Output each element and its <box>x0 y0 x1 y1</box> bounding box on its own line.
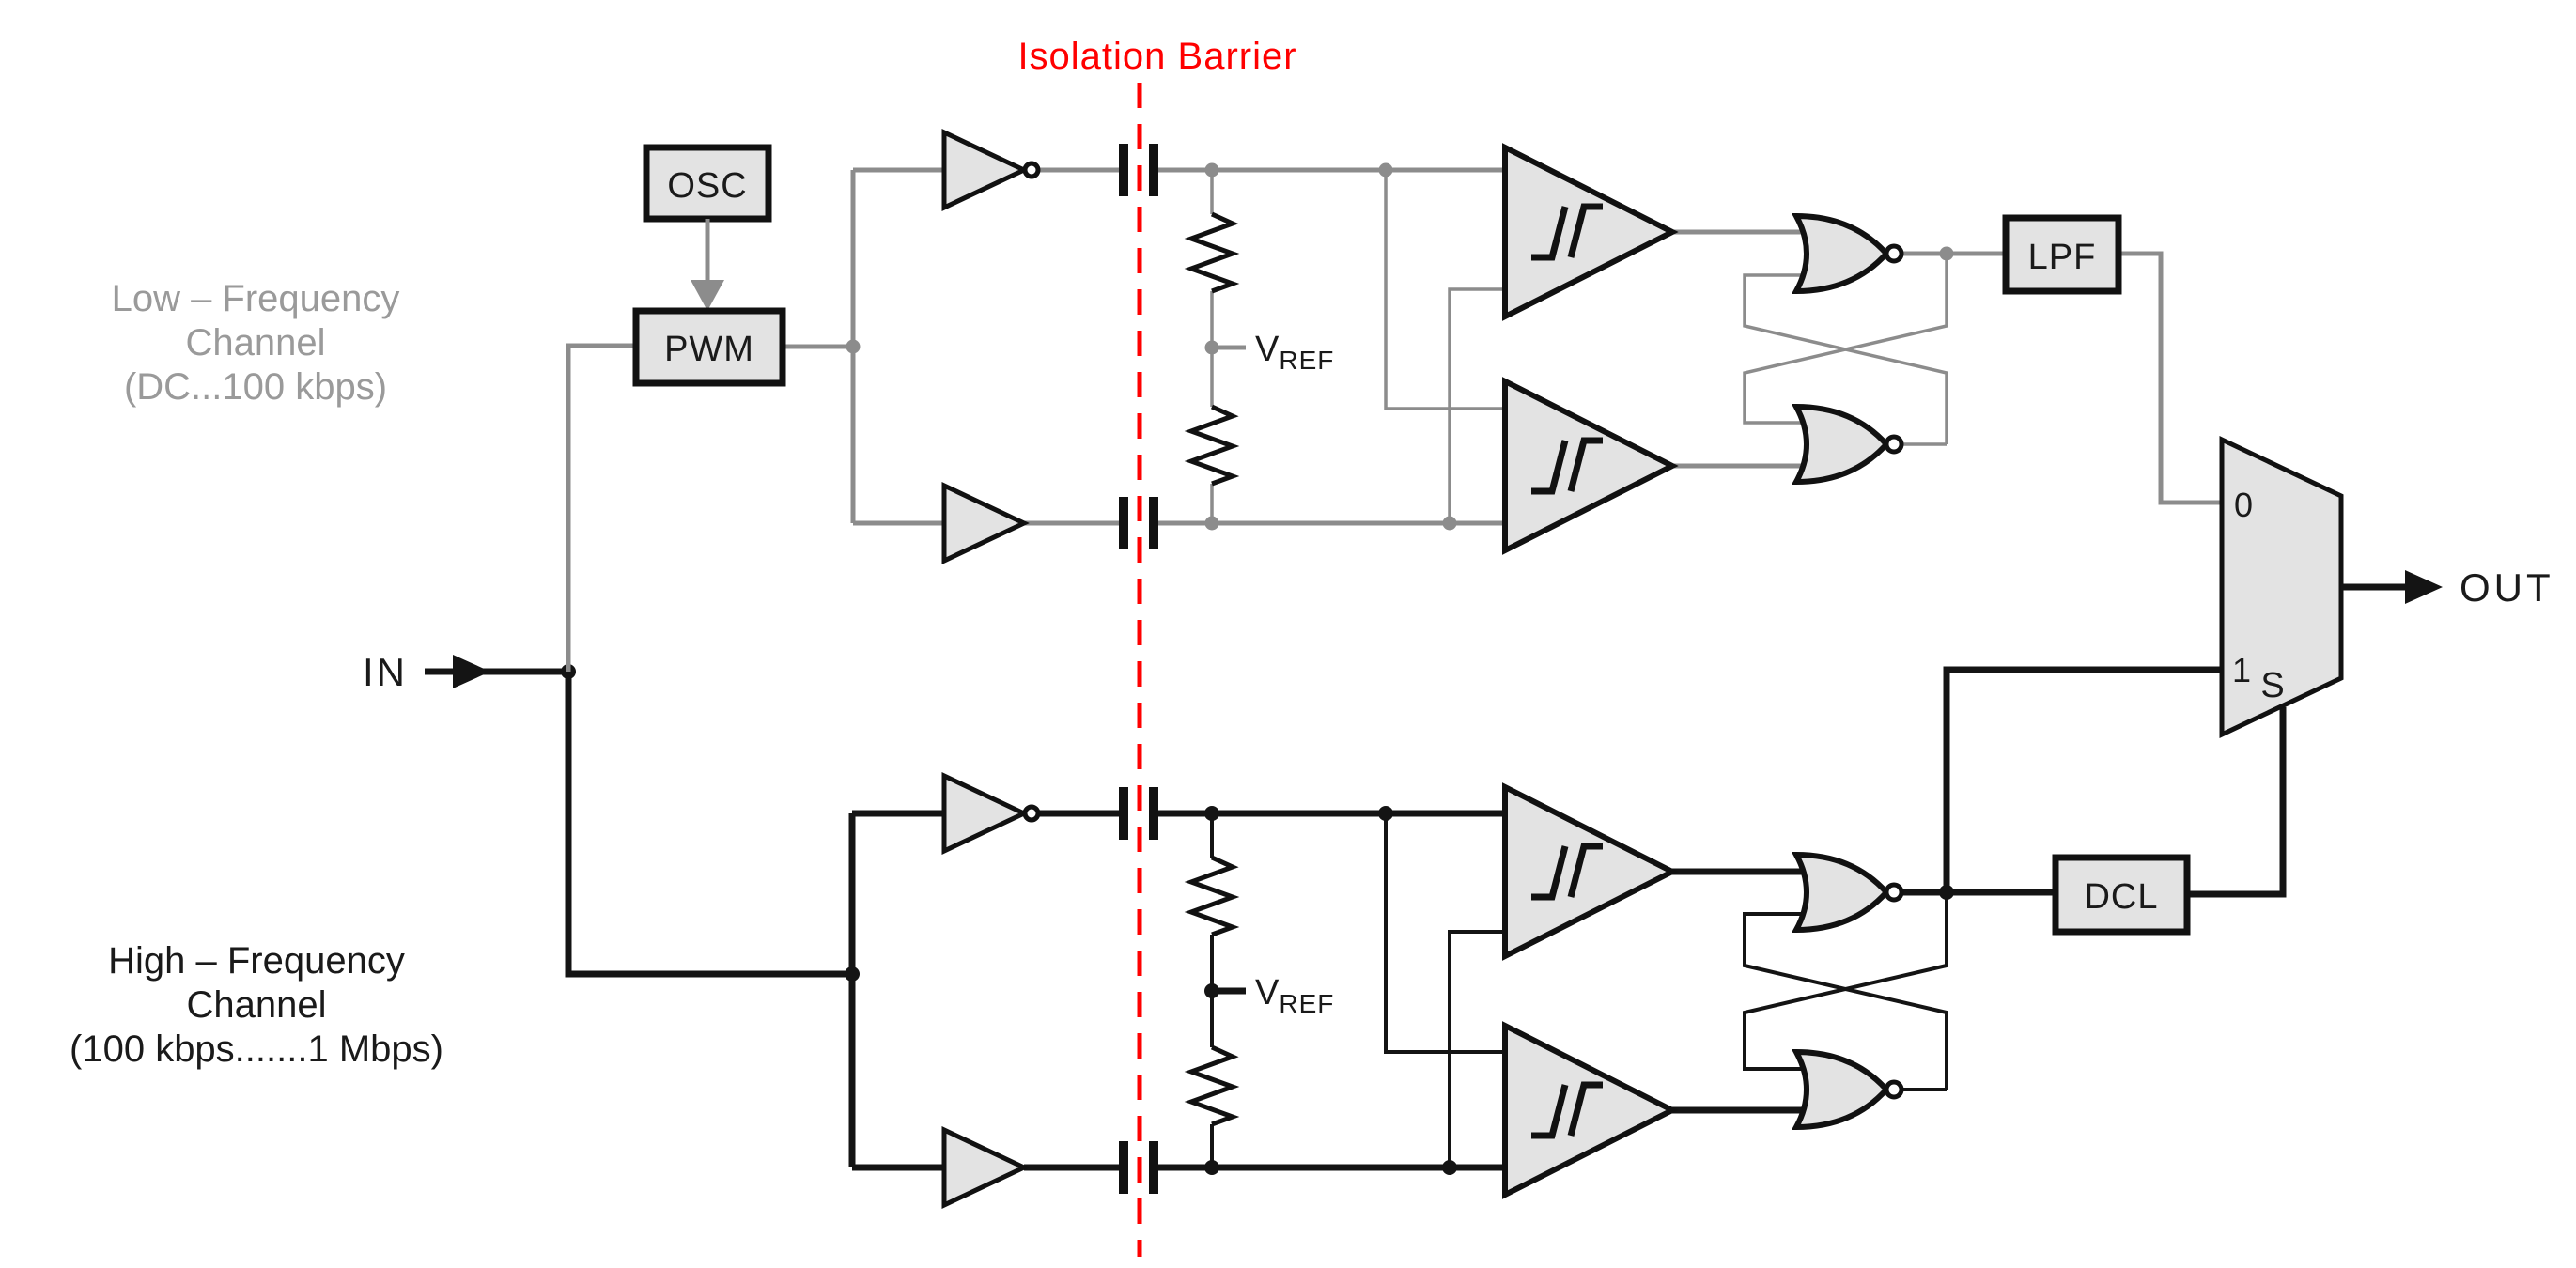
hf-schmitt-comparator-bottom <box>1505 1026 1672 1195</box>
hf-label-line3: (100 kbps.......1 Mbps) <box>70 1028 443 1070</box>
osc-to-pwm-arrow-icon <box>691 280 724 311</box>
hf-latch-feedback-a <box>1743 892 1948 1071</box>
hf-channel-label: High – Frequency Channel (100 kbps......… <box>70 940 443 1070</box>
lf-isolation-capacitors <box>1119 144 1158 549</box>
lf-nor-gate-top <box>1796 216 1901 291</box>
isolation-barrier: Isolation Barrier <box>1017 36 1296 1257</box>
hf-label-line1: High – Frequency <box>108 940 405 982</box>
lf-inverter-bubble <box>1022 161 1041 179</box>
lf-buffer <box>944 486 1024 561</box>
lf-label-line1: Low – Frequency <box>112 278 400 319</box>
lf-label-line2: Channel <box>185 322 325 363</box>
hf-to-mux1-wire <box>1943 666 2222 892</box>
lf-nor-gate-bottom <box>1796 407 1901 482</box>
in-arrow-icon <box>453 655 490 688</box>
hf-inverter-bubble <box>1022 804 1041 823</box>
mux-shape <box>2219 436 2344 738</box>
mux-select-label: S <box>2260 666 2284 705</box>
low-frequency-channel: Low – Frequency Channel (DC...100 kbps) <box>112 132 2222 672</box>
dcl-label: DCL <box>2084 877 2158 917</box>
lf-inverter-buffer <box>944 132 1024 208</box>
hf-nor-gate-bottom <box>1796 1052 1901 1127</box>
pwm-label: PWM <box>664 330 754 369</box>
hf-resistor-divider <box>1184 855 1240 1127</box>
in-label: IN <box>363 650 408 694</box>
mux-input1-label: 1 <box>2232 651 2251 689</box>
hf-schmitt-comparator-top <box>1505 787 1672 956</box>
osc-label: OSC <box>667 166 747 206</box>
output-mux: 0 1 S OUT <box>2219 436 2554 738</box>
out-label: OUT <box>2460 565 2554 610</box>
hf-junction-dots <box>845 806 1954 1175</box>
hf-latch-feedback-b <box>1743 912 1948 1090</box>
lf-schmitt-comparator-top <box>1505 147 1672 317</box>
lf-junction-dots <box>846 162 1954 531</box>
lpf-block: LPF <box>2002 214 2122 295</box>
hf-nor-gate-top <box>1796 855 1901 930</box>
high-frequency-channel: High – Frequency Channel (100 kbps......… <box>70 666 2287 1205</box>
osc-block: OSC <box>643 144 772 223</box>
lf-wires <box>566 167 2222 672</box>
hf-isolation-capacitors <box>1119 787 1158 1194</box>
lf-latch-feedback-b <box>1743 273 1948 444</box>
in-split-wire-hf <box>565 672 852 978</box>
dcl-block: DCL <box>2052 854 2191 936</box>
lf-label-line3: (DC...100 kbps) <box>124 366 387 408</box>
out-arrow-icon <box>2405 570 2443 604</box>
lf-channel-label: Low – Frequency Channel (DC...100 kbps) <box>112 278 400 408</box>
hf-buffer <box>944 1130 1024 1205</box>
hf-inverter-buffer <box>944 776 1024 851</box>
pwm-block: PWM <box>632 307 786 387</box>
lpf-label: LPF <box>2028 238 2097 277</box>
isolation-barrier-label: Isolation Barrier <box>1017 36 1296 77</box>
hf-vref-label: VREF <box>1255 973 1334 1018</box>
lf-resistor-divider <box>1184 211 1240 487</box>
lf-vref-label: VREF <box>1255 330 1334 375</box>
lf-schmitt-comparator-bottom <box>1505 381 1672 550</box>
dcl-to-mux-select-wire <box>2187 707 2287 898</box>
lf-latch-feedback-a <box>1743 254 1948 425</box>
input-section: IN <box>363 650 852 978</box>
hf-label-line2: Channel <box>186 984 326 1026</box>
mux-input0-label: 0 <box>2234 486 2253 524</box>
